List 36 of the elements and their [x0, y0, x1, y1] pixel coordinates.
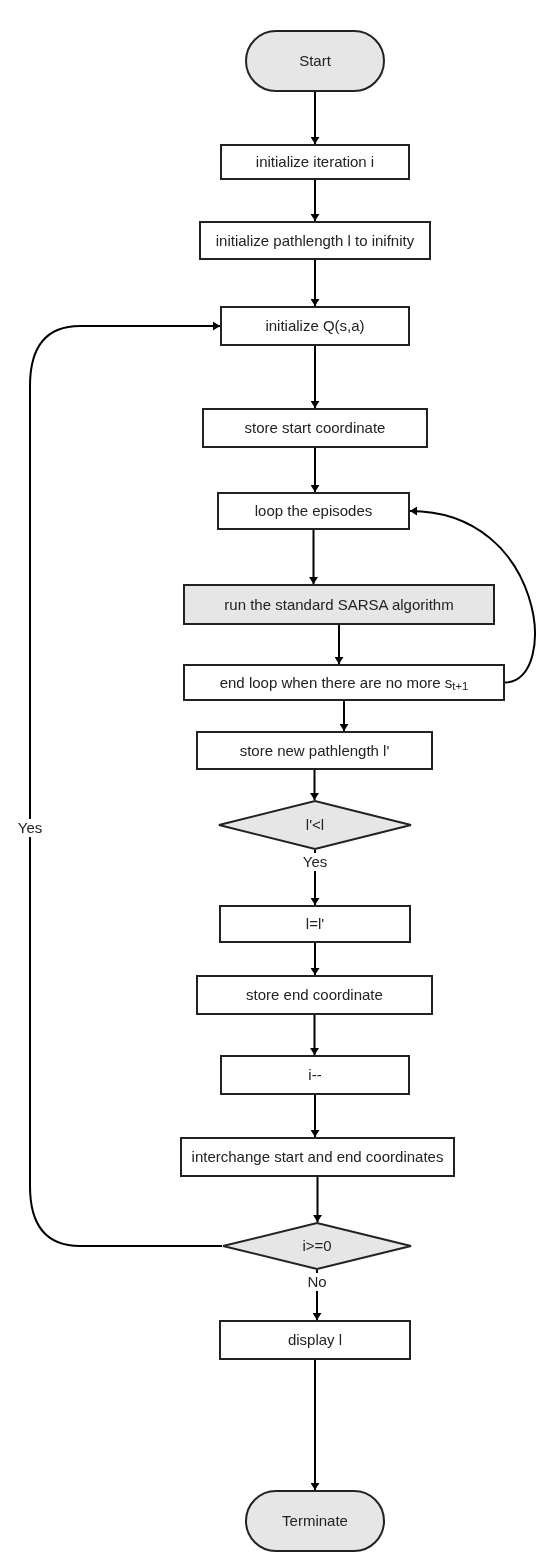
arrow — [311, 1014, 318, 1056]
arrow — [310, 529, 317, 585]
process-box: run the standard SARSA algorithm — [183, 584, 495, 625]
arrow — [335, 624, 343, 665]
process-box: store start coordinate — [202, 408, 428, 448]
arrow — [340, 700, 348, 732]
process-box: store new pathlength l' — [196, 731, 433, 770]
arrow — [311, 259, 319, 307]
process-box: interchange start and end coordinates — [180, 1137, 455, 1177]
arrow — [311, 179, 319, 222]
arrow — [311, 1094, 319, 1138]
edge-label: No — [306, 1273, 328, 1291]
arrow — [311, 91, 319, 145]
process-box: initialize Q(s,a) — [220, 306, 410, 346]
arrow — [311, 942, 319, 976]
arrow — [29, 322, 223, 1247]
process-box: display l — [219, 1320, 411, 1360]
process-box: initialize iteration i — [220, 144, 410, 180]
edge-label: Yes — [301, 853, 329, 871]
process-box: i-- — [220, 1055, 410, 1095]
arrow — [311, 447, 319, 493]
decision-diamond: l'<l — [218, 800, 412, 850]
process-box: l=l' — [219, 905, 411, 943]
edge-label: Yes — [16, 819, 44, 837]
terminal-shape: Terminate — [245, 1490, 385, 1552]
arrow — [311, 345, 319, 409]
process-box: store end coordinate — [196, 975, 433, 1015]
arrow — [314, 1176, 321, 1223]
process-box: end loop when there are no more s$_{t+1}$ — [183, 664, 505, 701]
arrow — [409, 508, 536, 684]
process-box: initialize pathlength l to inifnity — [199, 221, 431, 260]
decision-diamond: i>=0 — [222, 1222, 412, 1270]
arrow — [311, 769, 318, 801]
process-box: loop the episodes — [217, 492, 410, 530]
arrow — [311, 1359, 319, 1491]
terminal-shape: Start — [245, 30, 385, 92]
